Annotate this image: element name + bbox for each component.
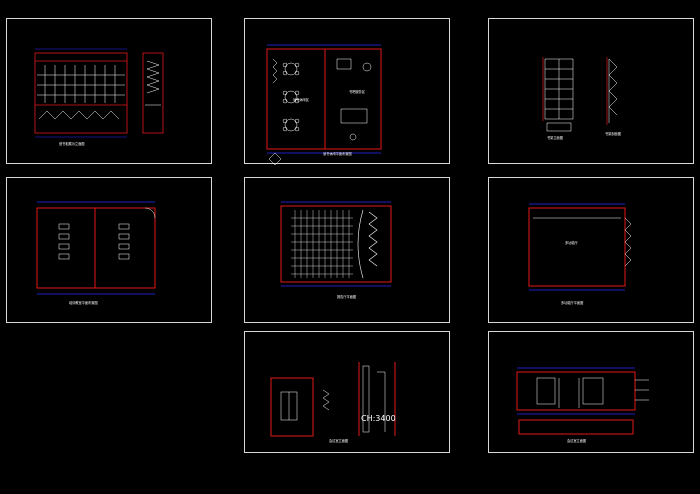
display-cabinet-drawing (34, 48, 164, 138)
multipurpose-hall-drawing (528, 203, 632, 291)
drawing-sheet-bookshelf[interactable]: 书架立面图 书架剖面图 (488, 18, 694, 164)
drawing-sheet-reading-room[interactable]: 读书休闲区 书吧服务区 读书休闲平面布置图 (244, 18, 450, 166)
room-label: 多功能厅 (565, 241, 578, 245)
drawing-sheet-classroom[interactable]: 培训教室平面布置图 (6, 177, 212, 323)
sheet-caption: 营书柜展示立面图 (59, 142, 85, 146)
meeting-room-drawing (270, 362, 396, 437)
sheet-caption: 书架立面图 (547, 136, 563, 140)
drawing-sheet-multipurpose-hall[interactable]: 多功能厅 多功能厅平面图 (488, 177, 694, 323)
sheet-caption: 读书休闲平面布置图 (323, 152, 352, 156)
side-caption: 书架剖面图 (605, 132, 621, 136)
left-room-label: 读书休闲区 (293, 98, 309, 102)
meeting-room-2-drawing (516, 367, 649, 435)
sheet-caption: 会议室立面图 (329, 439, 349, 443)
drawing-sheet-display-cabinet[interactable]: 营书柜展示立面图 (6, 18, 212, 164)
ceiling-height-mark: CH:3400 (361, 414, 396, 423)
drawing-sheet-auditorium[interactable]: 报告厅平面图 (244, 177, 450, 323)
drawing-sheet-meeting-room-2[interactable]: 会议室立面图 (488, 331, 694, 453)
sheet-caption: 培训教室平面布置图 (69, 301, 98, 305)
reading-room-drawing (266, 44, 382, 166)
classroom-drawing (36, 201, 156, 295)
bookshelf-drawing (542, 57, 618, 132)
drawing-sheet-meeting-room[interactable]: CH:3400 会议室立面图 (244, 331, 450, 453)
sheet-caption: 报告厅平面图 (337, 295, 357, 299)
auditorium-drawing (280, 201, 392, 287)
sheet-caption: 多功能厅平面图 (561, 301, 584, 305)
sheet-caption: 会议室立面图 (567, 439, 587, 443)
right-room-label: 书吧服务区 (349, 90, 365, 94)
